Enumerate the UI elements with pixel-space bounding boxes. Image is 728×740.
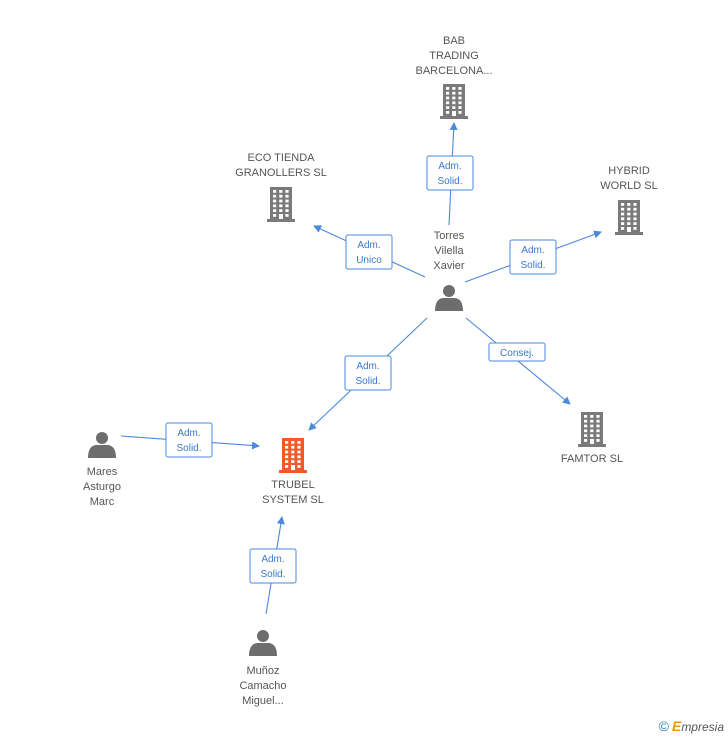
relation-label-box: [426, 155, 474, 191]
node-trubel[interactable]: TRUBEL SYSTEM SL: [262, 438, 324, 506]
building-icon: [267, 187, 295, 222]
node-label: BAB: [443, 35, 465, 47]
edge-mares-to-trubel: Adm. Solid.: [120, 422, 260, 458]
node-label: Miguel...: [242, 695, 284, 707]
relation-label[interactable]: Adm. Solid.: [249, 548, 297, 584]
relation-label-text: Consej.: [500, 348, 534, 359]
node-label: GRANOLLERS SL: [235, 167, 327, 179]
node-label: FAMTOR SL: [561, 453, 623, 465]
relation-label[interactable]: Adm. Solid.: [509, 239, 557, 275]
relation-label-text: Solid.: [260, 569, 285, 580]
edges-layer: Adm.Solid.Adm.UnicoAdm.Solid.Consej.Adm.…: [120, 122, 602, 615]
footer-brand[interactable]: ©Empresia: [659, 718, 724, 734]
relation-label-text: Solid.: [520, 260, 545, 271]
relation-label-text: Adm.: [356, 361, 379, 372]
relation-label-box: [488, 342, 546, 362]
node-label: ECO TIENDA: [247, 152, 315, 164]
node-label: SYSTEM SL: [262, 494, 324, 506]
node-label: Mares: [87, 466, 118, 478]
edge-munoz-to-trubel: Adm. Solid.: [249, 516, 297, 615]
node-munoz[interactable]: MuñozCamachoMiguel...: [239, 630, 287, 707]
brand-logo-initial: E: [671, 718, 682, 734]
relation-label-text: Solid.: [355, 376, 380, 387]
relation-label-text: Unico: [356, 255, 382, 266]
node-label: TRADING: [429, 50, 479, 62]
edge-torres-to-famtor: Consej.: [465, 317, 571, 405]
node-label: Marc: [90, 496, 115, 508]
relation-label-box: [345, 234, 393, 270]
node-label: Muñoz: [246, 665, 279, 677]
copyright-icon: ©: [658, 718, 669, 734]
relation-label-box: [509, 239, 557, 275]
node-label: Asturgo: [83, 481, 121, 493]
node-famtor[interactable]: FAMTOR SL: [561, 412, 623, 465]
building-icon: [615, 200, 643, 235]
node-label: TRUBEL: [271, 479, 314, 491]
node-label: Vilella: [434, 245, 464, 257]
relation-label[interactable]: Adm. Solid.: [165, 422, 213, 458]
relation-label-text: Solid.: [176, 443, 201, 454]
node-eco[interactable]: ECO TIENDA GRANOLLERS SL: [235, 152, 327, 222]
relation-label[interactable]: Adm. Solid.: [426, 155, 474, 191]
building-icon: [440, 84, 468, 119]
edge-torres-to-hybrid: Adm. Solid.: [464, 230, 602, 283]
node-bab[interactable]: BAB TRADING BARCELONA...: [415, 35, 493, 119]
person-icon: [88, 432, 116, 458]
nodes-layer: BAB TRADING BARCELONA... ECO TIENDA GRANOLLE…: [83, 35, 658, 707]
building-icon: [578, 412, 606, 447]
node-label: Xavier: [433, 260, 465, 272]
relation-label-box: [165, 422, 213, 458]
node-hybrid[interactable]: HYBRID WORLD SL: [600, 165, 658, 235]
person-icon: [435, 285, 463, 311]
relation-label-text: Solid.: [437, 176, 462, 187]
relation-label-text: Adm.: [357, 240, 380, 251]
brand-logo-text: mpresia: [681, 720, 724, 734]
relation-label-box: [249, 548, 297, 584]
building-icon: [279, 438, 307, 473]
relation-label-box: [344, 355, 392, 391]
edge-torres-to-eco: Adm. Unico: [313, 225, 426, 278]
edge-torres-to-bab: Adm. Solid.: [426, 122, 474, 226]
edge-torres-to-trubel: Adm. Solid.: [308, 317, 428, 431]
person-icon: [249, 630, 277, 656]
relation-label[interactable]: Adm. Solid.: [344, 355, 392, 391]
node-label: HYBRID: [608, 165, 650, 177]
node-label: WORLD SL: [600, 180, 657, 192]
node-label: BARCELONA...: [415, 65, 492, 77]
node-label: Torres: [434, 230, 465, 242]
relation-label-text: Adm.: [177, 428, 200, 439]
relation-label[interactable]: Consej.: [488, 342, 546, 362]
relation-label[interactable]: Adm. Unico: [345, 234, 393, 270]
relation-label-text: Adm.: [261, 554, 284, 565]
relation-label-text: Adm.: [521, 245, 544, 256]
relation-label-text: Adm.: [438, 161, 461, 172]
node-label: Camacho: [239, 680, 286, 692]
